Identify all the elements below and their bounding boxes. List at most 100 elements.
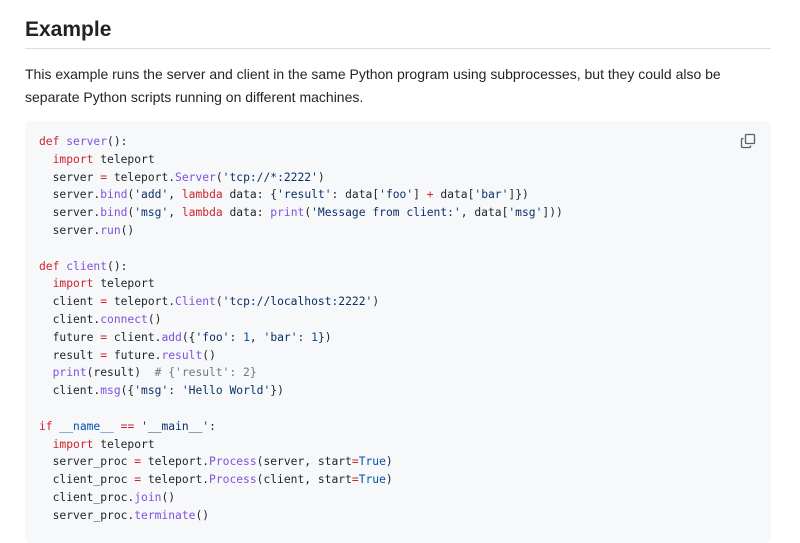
code-line: client_proc = teleport.Process(client, s… bbox=[39, 471, 563, 489]
code-token bbox=[114, 420, 121, 433]
code-token: add bbox=[161, 330, 182, 344]
code-token: server. bbox=[39, 188, 101, 202]
code-token: , bbox=[249, 330, 264, 344]
code-token bbox=[39, 277, 53, 290]
code-line: server.bind('msg', lambda data: print('M… bbox=[39, 204, 563, 222]
code-token: bind bbox=[100, 188, 128, 202]
code-token: Client bbox=[175, 295, 216, 309]
code-block[interactable] bbox=[25, 121, 771, 543]
code-token: = bbox=[100, 348, 108, 362]
code-token: bind bbox=[100, 206, 128, 220]
code-token: connect bbox=[100, 312, 148, 326]
code-token: Process bbox=[209, 473, 257, 487]
code-token: 'bar' bbox=[474, 188, 509, 202]
code-token: 'result' bbox=[277, 188, 332, 202]
code-token: teleport. bbox=[107, 170, 176, 184]
code-token: 'tcp://localhost:2222' bbox=[222, 295, 373, 309]
code-line: client_proc.join() bbox=[39, 489, 563, 507]
code-token: ({ bbox=[181, 330, 196, 344]
code-token: True bbox=[358, 473, 386, 487]
code-token: ) bbox=[372, 295, 380, 309]
code-token: 'tcp://*:2222' bbox=[222, 170, 318, 184]
code-token: + bbox=[426, 188, 434, 202]
code-token: lambda bbox=[181, 206, 223, 220]
code-token: data[ bbox=[433, 188, 475, 202]
code-token: (server, start bbox=[256, 455, 352, 469]
code-token: teleport bbox=[93, 437, 155, 451]
code-token: data: bbox=[222, 206, 271, 220]
section-description: This example runs the server and client … bbox=[25, 66, 721, 105]
code-token: __name__ bbox=[59, 419, 114, 433]
code-token: ) bbox=[385, 473, 393, 487]
code-token: teleport. bbox=[141, 473, 210, 487]
code-token: , bbox=[168, 206, 182, 220]
code-line: client.msg({'msg': 'Hello World'}) bbox=[39, 382, 563, 400]
code-token: teleport. bbox=[107, 295, 176, 309]
copy-icon bbox=[740, 133, 756, 149]
code-token: = bbox=[100, 295, 108, 309]
code-line: server = teleport.Server('tcp://*:2222') bbox=[39, 169, 563, 187]
code-token: 'msg' bbox=[134, 206, 169, 220]
code-token: }) bbox=[317, 330, 332, 344]
code-token: 'bar' bbox=[263, 330, 298, 344]
code-token bbox=[39, 366, 53, 379]
code-token: ( bbox=[127, 206, 135, 220]
code-line: client.connect() bbox=[39, 311, 563, 329]
code-token: future. bbox=[107, 348, 162, 362]
code-token: data: { bbox=[222, 188, 278, 202]
code-token: (): bbox=[107, 259, 128, 273]
code-token: ] bbox=[413, 188, 427, 202]
code-line: import teleport bbox=[39, 436, 563, 454]
code-token: 1 bbox=[243, 330, 250, 344]
code-token: # {'result': 2} bbox=[154, 366, 257, 380]
code-token: : bbox=[229, 330, 244, 344]
code-token: import bbox=[52, 437, 94, 451]
code-line: server.bind('add', lambda data: {'result… bbox=[39, 186, 563, 204]
code-token: (client, start bbox=[256, 473, 352, 487]
code-line: print(result) # {'result': 2} bbox=[39, 364, 563, 382]
heading-divider bbox=[25, 48, 771, 49]
code-line: def server(): bbox=[39, 133, 563, 151]
code-token: ( bbox=[215, 170, 223, 184]
code-token: server bbox=[66, 135, 108, 148]
code-token bbox=[39, 438, 53, 451]
code-token: client. bbox=[107, 330, 162, 344]
code-token: lambda bbox=[181, 188, 223, 202]
code-token: server bbox=[39, 170, 101, 184]
code-token bbox=[39, 153, 53, 166]
code-line: future = client.add({'foo': 1, 'bar': 1}… bbox=[39, 329, 563, 347]
code-token: , bbox=[168, 188, 182, 202]
code-token: ( bbox=[215, 295, 223, 309]
code-token: 'msg' bbox=[508, 206, 543, 220]
code-token: () bbox=[120, 223, 135, 237]
code-token: = bbox=[134, 455, 142, 469]
code-token: == bbox=[120, 419, 135, 433]
code-token: : bbox=[209, 419, 216, 433]
code-token: 'foo' bbox=[379, 188, 414, 202]
copy-button[interactable] bbox=[734, 127, 762, 155]
code-token: () bbox=[195, 508, 210, 522]
section-heading: Example bbox=[25, 18, 112, 41]
code-token: terminate bbox=[134, 508, 196, 522]
code-token: run bbox=[100, 223, 121, 237]
code-line: def client(): bbox=[39, 258, 563, 276]
code-token: = bbox=[100, 330, 108, 344]
code-token: = bbox=[351, 473, 359, 487]
code-token: , data[ bbox=[460, 206, 509, 220]
code-token: : data[ bbox=[331, 188, 380, 202]
code-line: server_proc = teleport.Process(server, s… bbox=[39, 453, 563, 471]
code-token: () bbox=[147, 312, 162, 326]
code-token: 'add' bbox=[134, 188, 169, 202]
code-token: () bbox=[202, 348, 216, 362]
code-token: msg bbox=[100, 384, 121, 398]
code-content[interactable]: def server(): import teleport server = t… bbox=[39, 133, 563, 525]
code-token: import bbox=[52, 152, 94, 166]
code-token: = bbox=[134, 473, 142, 487]
code-token: server. bbox=[39, 223, 101, 237]
code-token: client. bbox=[39, 312, 101, 326]
code-token: def bbox=[39, 259, 60, 273]
code-token: 'msg' bbox=[134, 384, 169, 398]
code-token: client. bbox=[39, 384, 101, 398]
code-token: print bbox=[270, 206, 305, 220]
code-token: True bbox=[358, 455, 386, 469]
